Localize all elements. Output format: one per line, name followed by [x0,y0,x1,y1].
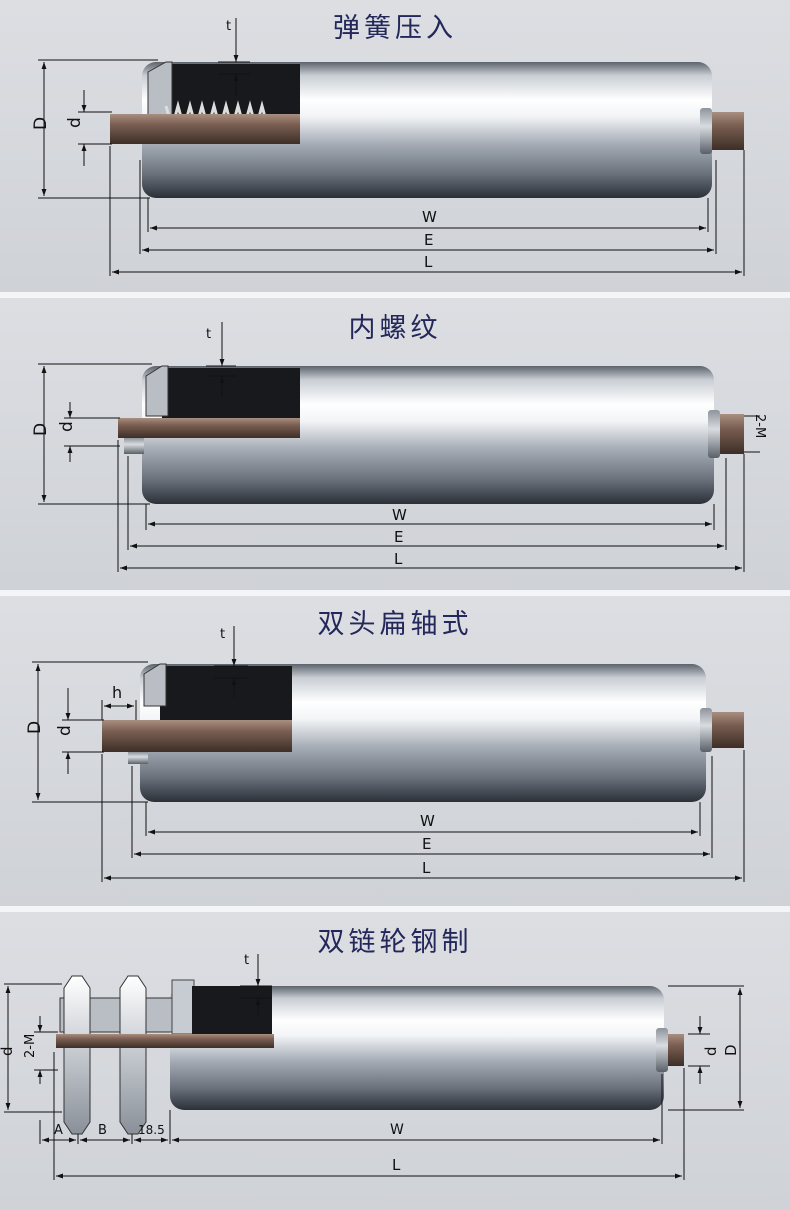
right-bearing-cap [708,410,720,458]
label-d: d [65,117,85,128]
panel-double-sprocket-steel: 双链轮钢制 [0,912,790,1210]
label-h: h [112,683,122,702]
label-W: W [390,1122,404,1138]
panel-title: 弹簧压入 [333,13,457,44]
left-bearing-cap [124,438,144,454]
right-bearing-cap [700,108,712,154]
label-W: W [420,812,435,830]
right-bearing-cap [700,708,712,752]
label-D: D [25,721,45,734]
left-shaft [102,720,292,752]
roller-drawing-thread: t D d 2-M W E L [31,322,767,572]
label-L: L [392,1156,401,1174]
label-2M: 2-M [23,1034,38,1058]
label-t: t [226,19,231,34]
label-A: A [54,1123,63,1138]
panel-divider [0,292,790,298]
label-d-left: d [0,1046,16,1056]
label-E: E [424,231,433,249]
bearing-housing [145,365,169,417]
roller-drawing-spring: t D d W E L [31,18,745,276]
tube-end-flange [171,979,195,1035]
label-L: L [422,859,431,877]
label-d: d [55,725,75,736]
label-t: t [244,953,249,968]
cutaway-section [160,666,292,720]
label-2M: 2-M [752,414,767,438]
panel-spring-pressed: 弹簧压入 [0,0,790,292]
left-shaft [56,1034,274,1048]
label-d: d [57,421,77,432]
label-L: L [424,253,433,271]
bearing-housing [143,663,167,707]
label-D: D [31,117,51,130]
label-E: E [422,835,431,853]
panel-title: 内螺纹 [348,313,442,344]
label-18-5: 18.5 [138,1123,165,1137]
panel-internal-thread: 内螺纹 [0,298,790,590]
roller-drawing-sprocket: t 2-M d d D A B 18.5 W L [0,953,744,1180]
label-t: t [220,627,225,642]
panel-title: 双头扁轴式 [317,609,473,640]
label-W: W [392,506,407,524]
label-D: D [31,423,51,436]
left-shaft [110,114,300,144]
panel-divider [0,590,790,596]
label-L: L [394,550,403,568]
sprocket-teeth-2 [119,975,147,1135]
right-bearing-cap [656,1028,668,1072]
roller-tube [170,986,664,1110]
roller-drawing-flat-shaft: t h D d W E L [25,626,745,882]
label-d: d [702,1046,720,1056]
label-B: B [98,1123,107,1138]
cutaway-section [192,986,272,1034]
sprocket-teeth-1 [63,975,91,1135]
left-shaft [118,418,300,438]
panel-divider [0,906,790,912]
label-D: D [722,1044,740,1056]
panel-double-flat-shaft: 双头扁轴式 [0,596,790,906]
label-E: E [394,528,403,546]
label-t: t [206,327,211,342]
left-bearing-cap [128,752,148,764]
panel-title: 双链轮钢制 [317,927,473,958]
label-W: W [422,208,437,226]
